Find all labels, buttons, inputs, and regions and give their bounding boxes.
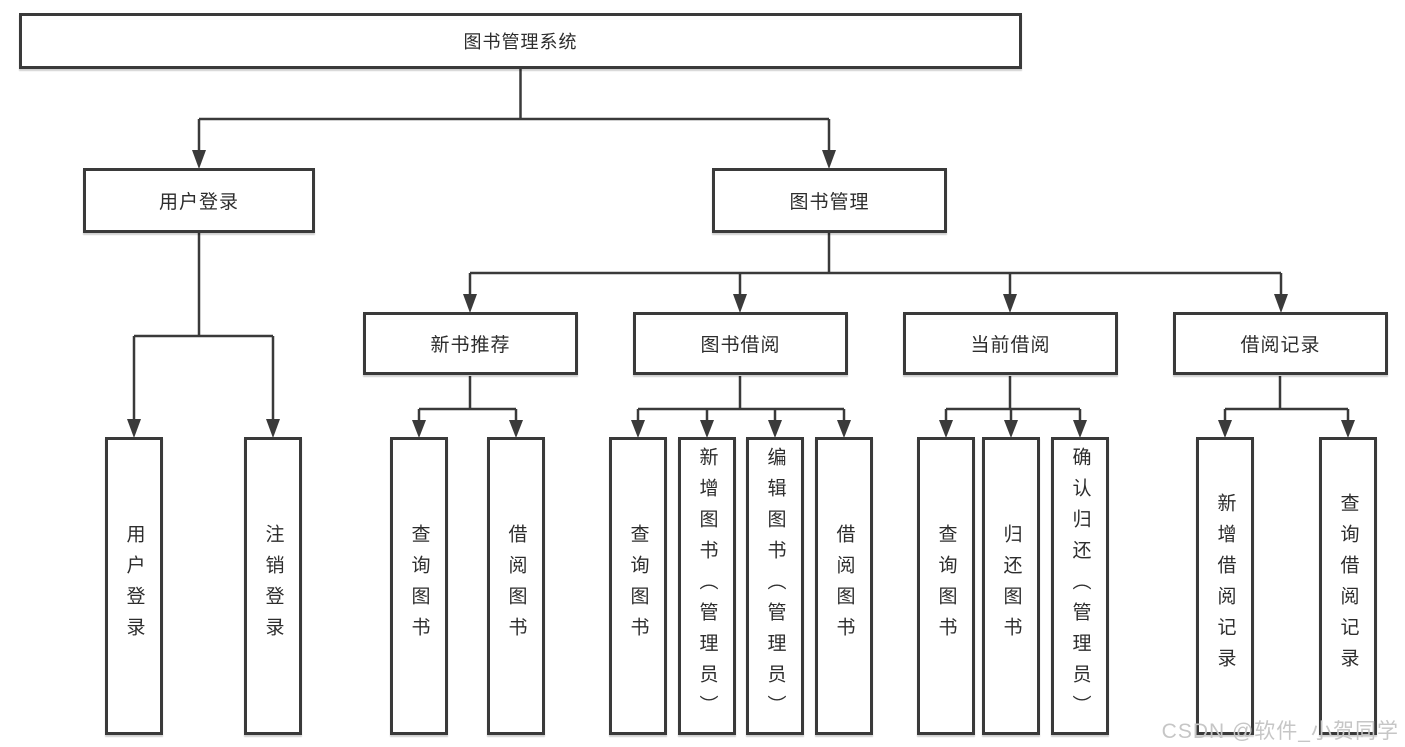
leaf-borrow-books-1: 借阅图书 [487,437,545,735]
node-user-login: 用户登录 [83,168,315,233]
leaf-confirm-return-admin: 确认归还（管理员） [1051,437,1109,735]
leaf-query-books-3: 查询图书 [917,437,975,735]
node-current-borrow: 当前借阅 [903,312,1118,375]
edge-book-borrow-to-leaves [631,376,851,438]
leaf-return-books: 归还图书 [982,437,1040,735]
node-borrow-records: 借阅记录 [1173,312,1388,375]
edge-new-book-to-leaves [412,376,523,438]
leaf-add-borrow-record: 新增借阅记录 [1196,437,1254,735]
csdn-watermark: CSDN @软件_小贺同学 [1161,720,1399,743]
edge-root-to-level2 [192,69,836,169]
edge-book-mgmt-to-level3 [463,233,1288,313]
leaf-query-books-1: 查询图书 [390,437,448,735]
node-new-book-recommend: 新书推荐 [363,312,578,375]
leaf-borrow-books-2: 借阅图书 [815,437,873,735]
edge-user-login-to-leaves [127,233,280,438]
leaf-logout: 注销登录 [244,437,302,735]
leaf-query-borrow-record: 查询借阅记录 [1319,437,1377,735]
edge-current-borrow-to-leaves [939,376,1087,438]
node-root-system: 图书管理系统 [19,13,1022,69]
leaf-edit-books-admin: 编辑图书（管理员） [746,437,804,735]
leaf-user-login: 用户登录 [105,437,163,735]
leaf-add-books-admin: 新增图书（管理员） [678,437,736,735]
node-book-borrow: 图书借阅 [633,312,848,375]
edge-borrow-records-to-leaves [1218,376,1355,438]
node-book-management: 图书管理 [712,168,947,233]
leaf-query-books-2: 查询图书 [609,437,667,735]
